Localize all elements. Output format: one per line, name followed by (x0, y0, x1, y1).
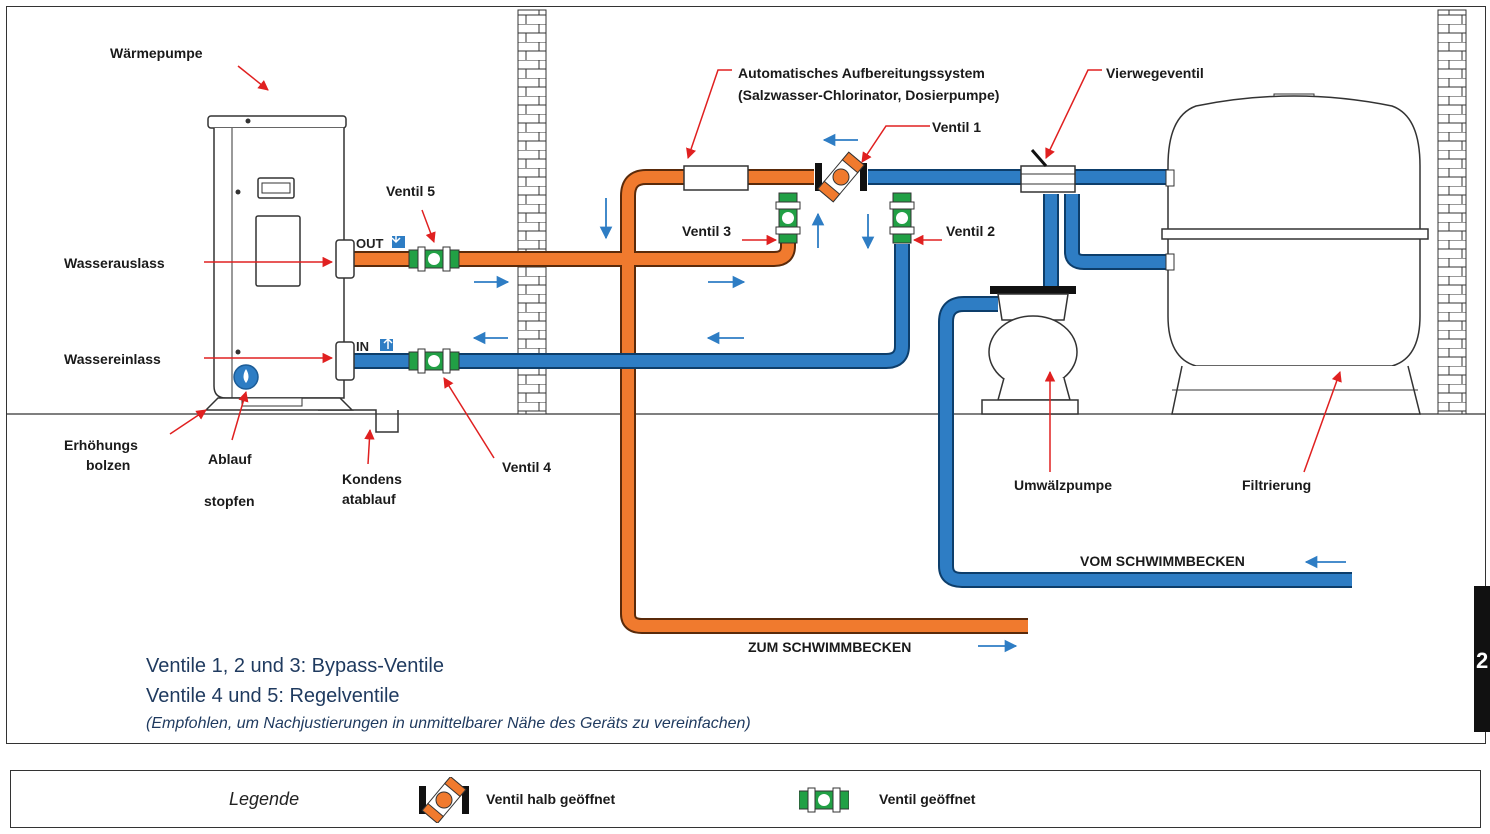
annotation-leaders (169, 65, 1342, 473)
label-valve-2: Ventil 2 (946, 223, 995, 239)
valve-2-icon (889, 192, 915, 244)
valve-4-icon (408, 348, 460, 374)
label-valve-5: Ventil 5 (386, 183, 435, 199)
label-heat-pump: Wärmepumpe (110, 45, 203, 61)
label-pump: Umwälzpumpe (1014, 477, 1112, 493)
label-treatment-2: (Salzwasser-Chlorinator, Dosierpumpe) (738, 87, 999, 103)
label-drain-plug-1: Ablauf (208, 451, 252, 467)
brick-wall-right (1437, 9, 1467, 415)
note-regulation: Ventile 4 und 5: Regelventile (146, 685, 400, 707)
flow-arrows (472, 133, 1346, 653)
label-condensate-1: Kondens (342, 471, 402, 487)
drain-plug-icon (233, 364, 259, 390)
installation-diagram: OUT IN (6, 6, 1486, 744)
four-way-valve (1020, 149, 1076, 193)
note-recommendation: (Empfohlen, um Nachjustierungen in unmit… (146, 715, 751, 732)
valve-1-icon (815, 151, 867, 203)
filter-tank (1161, 93, 1429, 415)
in-tag: IN (356, 339, 369, 354)
legend-title: Legende (229, 789, 300, 809)
legend-box: Legende Ventil halb geöffnet Ventil geöf… (10, 770, 1481, 828)
label-water-inlet: Wassereinlass (64, 351, 161, 367)
label-four-way: Vierwegeventil (1106, 65, 1204, 81)
treatment-system-box (683, 165, 749, 191)
label-filter: Filtrierung (1242, 477, 1311, 493)
label-valve-4: Ventil 4 (502, 459, 551, 475)
label-water-outlet: Wasserauslass (64, 255, 165, 271)
out-tag: OUT (356, 236, 384, 251)
brick-wall-left (517, 9, 547, 415)
note-bypass: Ventile 1, 2 und 3: Bypass-Ventile (146, 655, 444, 677)
in-drop-icon (380, 337, 393, 351)
condensate-drain (318, 409, 399, 433)
valve-open-icon (799, 787, 849, 813)
legend-open-label: Ventil geöffnet (879, 791, 976, 807)
label-condensate-2: atablauf (342, 491, 396, 507)
circulation-pump (981, 286, 1079, 415)
chapter-tab-number: 2 (1476, 648, 1489, 673)
valve-half-open-icon (419, 777, 469, 823)
label-from-pool: VOM SCHWIMMBECKEN (1080, 553, 1245, 569)
label-raise-bolts-1: Erhöhungs (64, 437, 138, 453)
chapter-tab: 2 (1474, 586, 1490, 732)
heat-pump (204, 115, 355, 411)
label-valve-3: Ventil 3 (682, 223, 731, 239)
valve-3-icon (775, 192, 801, 244)
label-raise-bolts-2: bolzen (86, 457, 130, 473)
label-valve-1: Ventil 1 (932, 119, 981, 135)
out-drop-icon (391, 232, 405, 248)
label-drain-plug-2: stopfen (204, 493, 255, 509)
valve-5-icon (408, 246, 460, 272)
legend-half-open-label: Ventil halb geöffnet (486, 791, 616, 807)
label-to-pool: ZUM SCHWIMMBECKEN (748, 639, 911, 655)
label-treatment-1: Automatisches Aufbereitungssystem (738, 65, 985, 81)
